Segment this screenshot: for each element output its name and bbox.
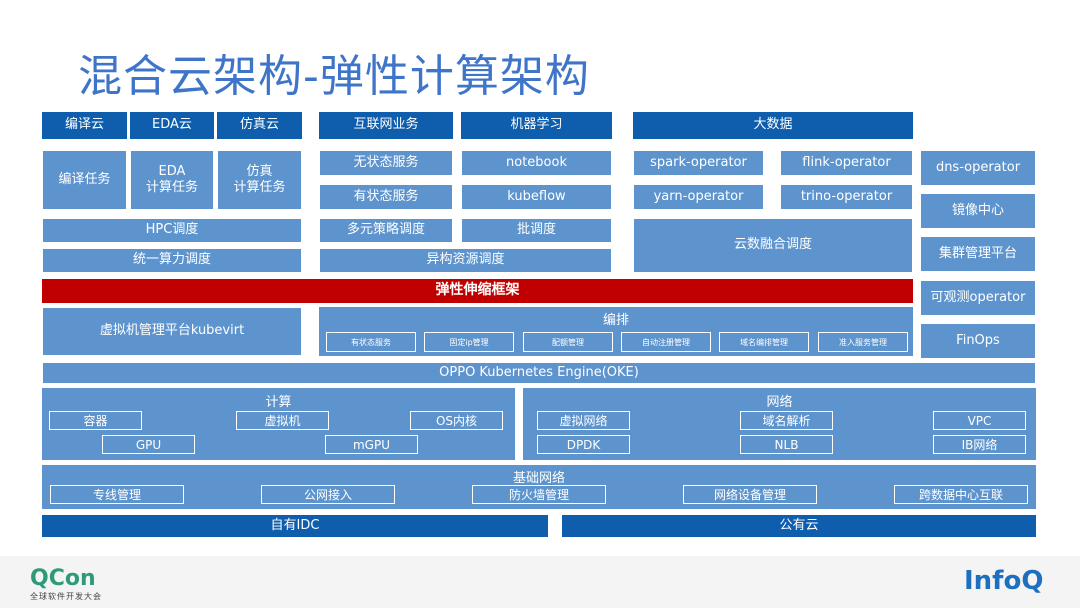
unified-schedule-box: 统一算力调度 (42, 248, 302, 273)
base-network-title: 基础网络 (512, 471, 565, 486)
sim-task-line2: 计算任务 (233, 180, 286, 195)
sim-task-box: 仿真 计算任务 (217, 150, 302, 210)
ml-header: 机器学习 (461, 112, 612, 139)
network-title: 网络 (766, 395, 793, 410)
infra-item: 跨数据中心互联 (894, 485, 1028, 504)
container-item: 容器 (49, 411, 142, 430)
cloud-data-schedule-box: 云数融合调度 (633, 218, 913, 273)
internet-biz-header: 互联网业务 (319, 112, 453, 139)
yarn-operator-box: yarn-operator (633, 184, 764, 210)
orch-item: 配额管理 (523, 332, 613, 352)
orch-item: 域名编排管理 (719, 332, 809, 352)
elastic-scaling-framework: 弹性伸缩框架 (42, 279, 913, 303)
infoq-logo: InfoQ (964, 566, 1044, 596)
compute-container: 计算 容器 虚拟机 OS内核 GPU mGPU (42, 388, 515, 460)
infra-item: 公网接入 (261, 485, 395, 504)
nlb-item: NLB (740, 435, 833, 454)
orch-item: 准入服务管理 (818, 332, 908, 352)
sim-task-line1: 仿真 (246, 163, 273, 179)
infra-item: 防火墙管理 (472, 485, 606, 504)
observe-operator-box: 可观测operator (920, 280, 1036, 316)
hpc-schedule-box: HPC调度 (42, 218, 302, 243)
mirror-center-box: 镜像中心 (920, 193, 1036, 229)
base-network-container: 基础网络 专线管理 公网接入 防火墙管理 网络设备管理 跨数据中心互联 (42, 465, 1036, 509)
ib-network-item: IB网络 (933, 435, 1026, 454)
hetero-schedule-box: 异构资源调度 (319, 248, 612, 273)
os-kernel-item: OS内核 (410, 411, 503, 430)
mgpu-item: mGPU (325, 435, 418, 454)
sim-cloud-header: 仿真云 (217, 112, 302, 139)
bigdata-header: 大数据 (633, 112, 913, 139)
compute-title: 计算 (265, 395, 292, 410)
spark-operator-box: spark-operator (633, 150, 764, 176)
oke-bar: OPPO Kubernetes Engine(OKE) (42, 362, 1036, 384)
infra-item: 网络设备管理 (683, 485, 817, 504)
multi-strategy-schedule-box: 多元策略调度 (319, 218, 453, 243)
own-idc-bar: 自有IDC (42, 515, 548, 537)
cluster-mgmt-box: 集群管理平台 (920, 236, 1036, 272)
public-cloud-bar: 公有云 (562, 515, 1036, 537)
notebook-box: notebook (461, 150, 612, 176)
footer-bar (0, 556, 1080, 608)
orchestration-title: 编排 (602, 313, 629, 328)
kubevirt-box: 虚拟机管理平台kubevirt (42, 307, 302, 356)
orchestration-container: 编排 有状态服务 固定ip管理 配额管理 自动注册管理 域名编排管理 准入服务管… (319, 307, 913, 356)
infra-item: 专线管理 (50, 485, 184, 504)
dns-resolve-item: 域名解析 (740, 411, 833, 430)
compile-task-box: 编译任务 (42, 150, 127, 210)
dpdk-item: DPDK (537, 435, 630, 454)
eda-task-box: EDA 计算任务 (130, 150, 214, 210)
qcon-logo: QCon (30, 566, 96, 591)
orch-item: 固定ip管理 (424, 332, 514, 352)
stateful-service-box: 有状态服务 (319, 184, 453, 210)
trino-operator-box: trino-operator (780, 184, 913, 210)
gpu-item: GPU (102, 435, 195, 454)
network-container: 网络 虚拟网络 域名解析 VPC DPDK NLB IB网络 (523, 388, 1036, 460)
eda-task-line2: 计算任务 (145, 180, 198, 195)
vm-item: 虚拟机 (236, 411, 329, 430)
orch-item: 自动注册管理 (621, 332, 711, 352)
eda-cloud-header: EDA云 (130, 112, 214, 139)
kubeflow-box: kubeflow (461, 184, 612, 210)
compile-cloud-header: 编译云 (42, 112, 127, 139)
vnet-item: 虚拟网络 (537, 411, 630, 430)
dns-operator-box: dns-operator (920, 150, 1036, 186)
page-title: 混合云架构-弹性计算架构 (78, 51, 590, 102)
batch-schedule-box: 批调度 (461, 218, 612, 243)
stateless-service-box: 无状态服务 (319, 150, 453, 176)
finops-box: FinOps (920, 323, 1036, 359)
flink-operator-box: flink-operator (780, 150, 913, 176)
eda-task-line1: EDA (158, 163, 186, 179)
qcon-subtitle: 全球软件开发大会 (30, 592, 102, 601)
vpc-item: VPC (933, 411, 1026, 430)
orch-item: 有状态服务 (326, 332, 416, 352)
